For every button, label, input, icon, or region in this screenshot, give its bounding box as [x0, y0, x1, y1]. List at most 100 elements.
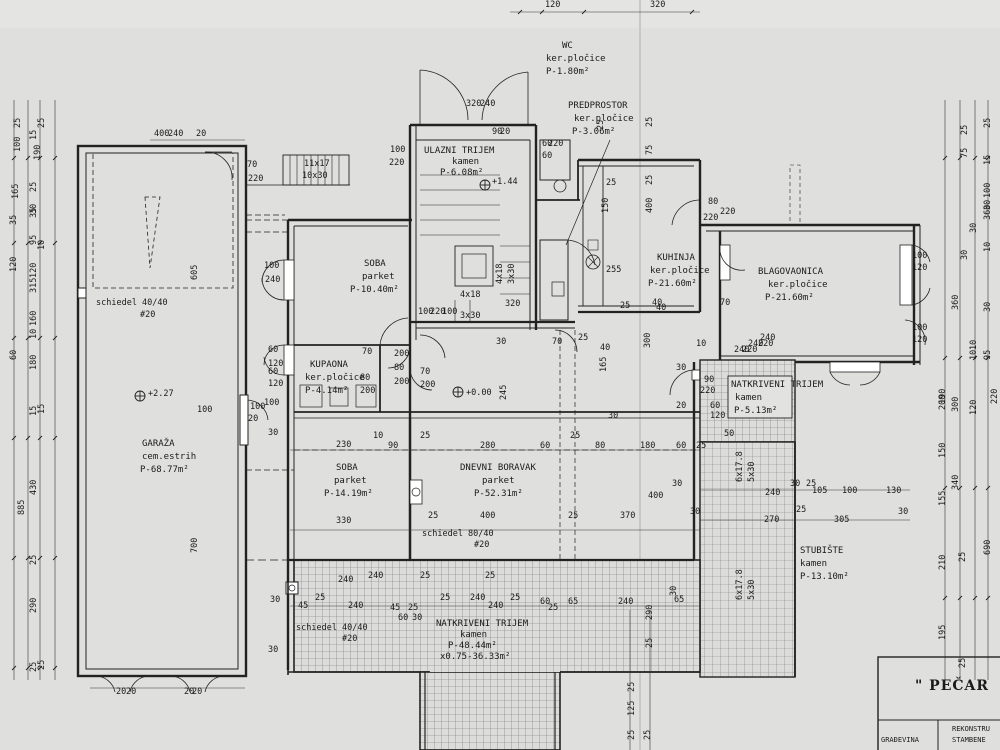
dimension-value: 200	[394, 377, 409, 387]
dimension-value: 10	[983, 242, 993, 252]
dimension-value: 20	[196, 129, 206, 139]
dimension-value: 50	[724, 429, 734, 439]
dimension-value: 35	[9, 215, 19, 225]
room-kupaona-floor: ker.pločice	[305, 372, 365, 383]
dimension-value: 25	[315, 593, 325, 603]
stair-main-treads: 3x30	[460, 311, 480, 321]
dimension-value: 220	[548, 139, 563, 149]
dimension-value: 290	[645, 605, 655, 620]
dimension-value: 25	[620, 301, 630, 311]
dimension-value: 60	[398, 613, 408, 623]
dimension-value: 25	[645, 175, 655, 185]
dimension-value: 20	[116, 687, 126, 697]
chimney-terrace-number: #20	[342, 634, 357, 644]
dimension-value: 70	[720, 298, 730, 308]
dimension-value: 240	[618, 597, 633, 607]
dimension-value: 220	[389, 158, 404, 168]
room-natkriveni-trijem2-area-reduced: x0.75-36.33m²	[440, 652, 510, 662]
room-natkriveni-trijem2-name: NATKRIVENI TRIJEM	[436, 619, 529, 629]
room-wc-floor: ker.pločice	[546, 53, 606, 64]
dimension-value: 25	[37, 118, 47, 128]
dimension-value: 90	[704, 375, 714, 385]
dimension-value: 190	[938, 389, 948, 404]
stair-vertical-risers: 4x18	[495, 264, 505, 284]
dimension-value: 25	[643, 730, 653, 740]
dimension-value: 240	[760, 333, 775, 343]
dimension-value: 180	[29, 355, 39, 370]
dimension-value: 25	[420, 571, 430, 581]
dimension-value: 45	[390, 603, 400, 613]
dimension-value: 70	[420, 367, 430, 377]
dimension-value: 130	[886, 486, 901, 496]
dimension-value: 10	[696, 339, 706, 349]
title-block-gradevina: GRAĐEVINA	[881, 736, 920, 744]
dimension-value: 400	[648, 491, 663, 501]
dimension-value: 25	[796, 505, 806, 515]
dimension-value: 25	[596, 120, 606, 130]
room-dnevni-boravak-area: P-52.31m²	[474, 489, 523, 499]
dimension-value: 30	[672, 479, 682, 489]
dimension-value: 15	[37, 404, 47, 414]
room-predprostor-name: PREDPROSTOR	[568, 101, 628, 111]
dimension-value: 240	[765, 488, 780, 498]
dimension-value: 60	[676, 441, 686, 451]
dimension-value: 60	[542, 139, 552, 149]
room-predprostor-area: P-3.06m²	[572, 127, 615, 137]
dimension-value: 150	[601, 198, 611, 213]
dimension-value: 240	[338, 575, 353, 585]
dimension-value: 15	[29, 406, 39, 416]
dimension-value: 25	[29, 182, 39, 192]
level-garage: +2.27	[148, 389, 174, 399]
dimension-value: 100	[197, 405, 212, 415]
dimension-value: 25	[958, 552, 968, 562]
stair-garage-risers: 11x17	[304, 159, 330, 169]
dimension-value: 75	[960, 148, 970, 158]
dimension-value: 25	[958, 658, 968, 668]
dimension-value: 25	[548, 603, 558, 613]
dimension-value: 30	[496, 337, 506, 347]
dimension-value: 400	[645, 198, 655, 213]
dimension-value: 700	[190, 538, 200, 553]
dimension-value: 95	[29, 235, 39, 245]
dimension-value: 40	[600, 343, 610, 353]
stair-side-treads-2: 5x30	[747, 580, 757, 600]
dimension-value: 30	[676, 363, 686, 373]
dimension-value: 35	[29, 208, 39, 218]
room-stubiste-floor: kamen	[800, 559, 827, 569]
room-wc-area: P-1.80m²	[546, 67, 589, 77]
dimension-value: 100	[442, 307, 457, 317]
dimension-value: 25	[627, 682, 637, 692]
dimension-value: 240	[470, 593, 485, 603]
room-natkriveni-trijem2-area: P-48.44m²	[448, 641, 497, 651]
dimension-value: 100	[912, 323, 927, 333]
dimension-value: 80	[595, 441, 605, 451]
room-stubiste-name: STUBIŠTE	[800, 544, 843, 556]
dimension-value: 30	[960, 250, 970, 260]
room-kupaona-name: KUPAONA	[310, 360, 349, 370]
dimension-value: 80	[708, 197, 718, 207]
dimension-value: 120	[912, 335, 927, 345]
dimension-value: 200	[360, 386, 375, 396]
dimension-value: 255	[606, 265, 621, 275]
dimension-value: 270	[764, 515, 779, 525]
stair-side-risers: 6x17.8	[735, 451, 745, 482]
dimension-value: 90	[492, 127, 502, 137]
room-soba1-name: SOBA	[364, 259, 386, 269]
dimension-value: 230	[336, 440, 351, 450]
dimension-value: 15	[983, 155, 993, 165]
dimension-value: 65	[568, 597, 578, 607]
room-dnevni-boravak-name: DNEVNI BORAVAK	[460, 463, 536, 473]
dimension-value: 40	[652, 298, 662, 308]
room-kuhinja-floor: ker.pločice	[650, 265, 710, 276]
dimension-value: 25	[428, 511, 438, 521]
dimension-value: 100	[264, 261, 279, 271]
dimension-value: 690	[983, 540, 993, 555]
room-kuhinja-name: KUHINJA	[657, 253, 696, 263]
dimension-value: 70	[552, 337, 562, 347]
dimension-value: 280	[480, 441, 495, 451]
dimension-value: 100	[264, 398, 279, 408]
chimney-terrace-label: schiedel 40/40	[296, 623, 368, 633]
dimension-value: 220	[700, 386, 715, 396]
dimension-value: 45	[298, 601, 308, 611]
dimension-value: 95	[983, 350, 993, 360]
